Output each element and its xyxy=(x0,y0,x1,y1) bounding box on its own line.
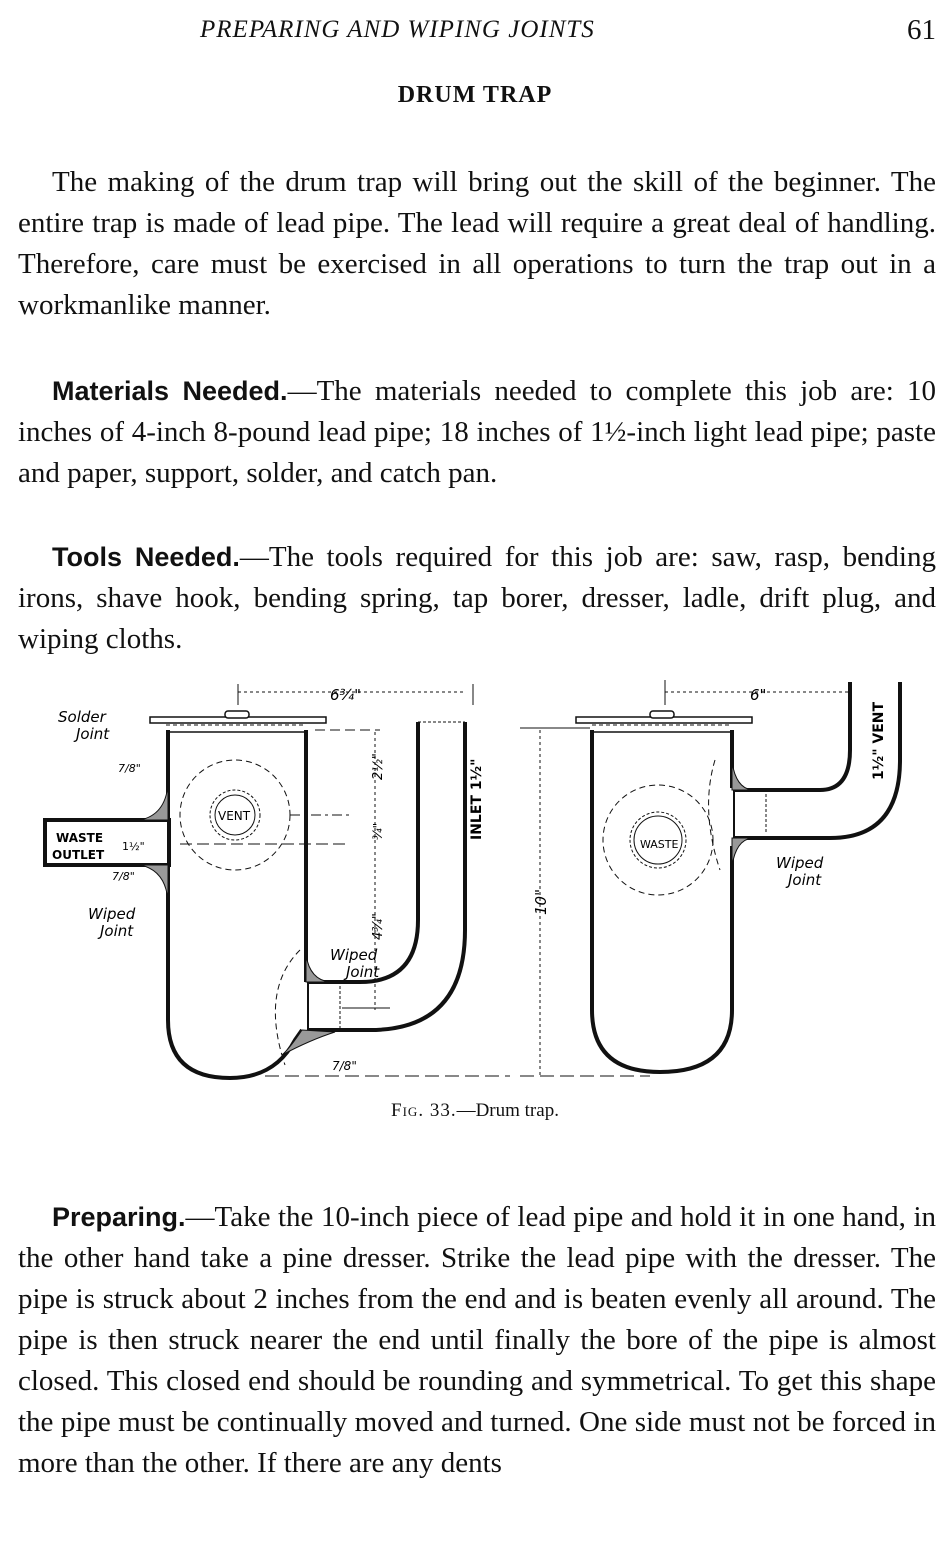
wiped-joint-right-a: Wiped xyxy=(776,854,824,872)
vent-label: VENT xyxy=(218,809,251,823)
fillet-bottom-dim: 7/8" xyxy=(112,870,135,883)
figure-caption: Fig. 33.—Drum trap. xyxy=(0,1100,950,1122)
preparing-heading: Preparing. xyxy=(52,1202,186,1232)
wiped-joint-right-b: Joint xyxy=(785,871,822,889)
wiped-joint-label-2a: Wiped xyxy=(330,946,378,964)
materials-paragraph: Materials Needed.—The materials needed t… xyxy=(18,371,936,494)
preparing-paragraph: Preparing.—Take the 10-inch piece of lea… xyxy=(18,1197,936,1484)
page-number: 61 xyxy=(907,14,936,46)
vent-label-right: 1½" VENT xyxy=(871,701,887,780)
caption-figure-number: Fig. 33. xyxy=(391,1100,457,1121)
intro-paragraph: The making of the drum trap will bring o… xyxy=(18,166,936,321)
wiped-joint-label-2b: Joint xyxy=(343,963,380,981)
running-head-title: PREPARING AND WIPING JOINTS xyxy=(200,16,595,43)
wiped-joint-label-1b: Joint xyxy=(97,922,134,940)
materials-text: —The materials needed to complete this j… xyxy=(18,375,937,489)
height-dimension-right: 10" xyxy=(532,889,550,915)
waste-label-right: WASTE xyxy=(640,838,679,851)
left-view-drawing xyxy=(43,684,510,1081)
solder-joint-label: Joint xyxy=(73,725,110,743)
solder-label: Solder xyxy=(58,708,107,726)
preparing-text: —Take the 10-inch piece of lead pipe and… xyxy=(18,1201,936,1479)
bottom-fillet-dim: 7/8" xyxy=(332,1059,357,1073)
tools-text: —The tools required for this job are: sa… xyxy=(18,541,936,655)
section-title: DRUM TRAP xyxy=(397,82,553,108)
fillet-top-dim: 7/8" xyxy=(118,762,141,775)
waste-outlet-label: WASTE xyxy=(56,831,103,845)
dim-top: 2½" xyxy=(371,753,386,780)
right-view-drawing xyxy=(520,680,902,1077)
waste-outlet-size: 1½" xyxy=(122,840,145,853)
tools-heading: Tools Needed. xyxy=(52,542,240,572)
tools-paragraph: Tools Needed.—The tools required for thi… xyxy=(18,537,936,660)
width-dimension-left: 6¾" xyxy=(330,686,361,704)
caption-text: —Drum trap. xyxy=(456,1100,559,1121)
inlet-label: INLET 1½" xyxy=(469,759,485,840)
running-head: PREPARING AND WIPING JOINTS 61 xyxy=(0,10,950,50)
wiped-joint-label-1a: Wiped xyxy=(88,905,136,923)
materials-heading: Materials Needed. xyxy=(52,376,288,406)
dim-mid: ¾" xyxy=(371,823,385,840)
dim-low: 4¾" xyxy=(371,913,386,940)
width-dimension-right: 6" xyxy=(750,686,766,704)
drum-trap-figure: Solder Joint 6¾" WASTE OUTLET 1½" VENT 7… xyxy=(30,670,930,1090)
waste-outlet-label-2: OUTLET xyxy=(52,848,105,862)
